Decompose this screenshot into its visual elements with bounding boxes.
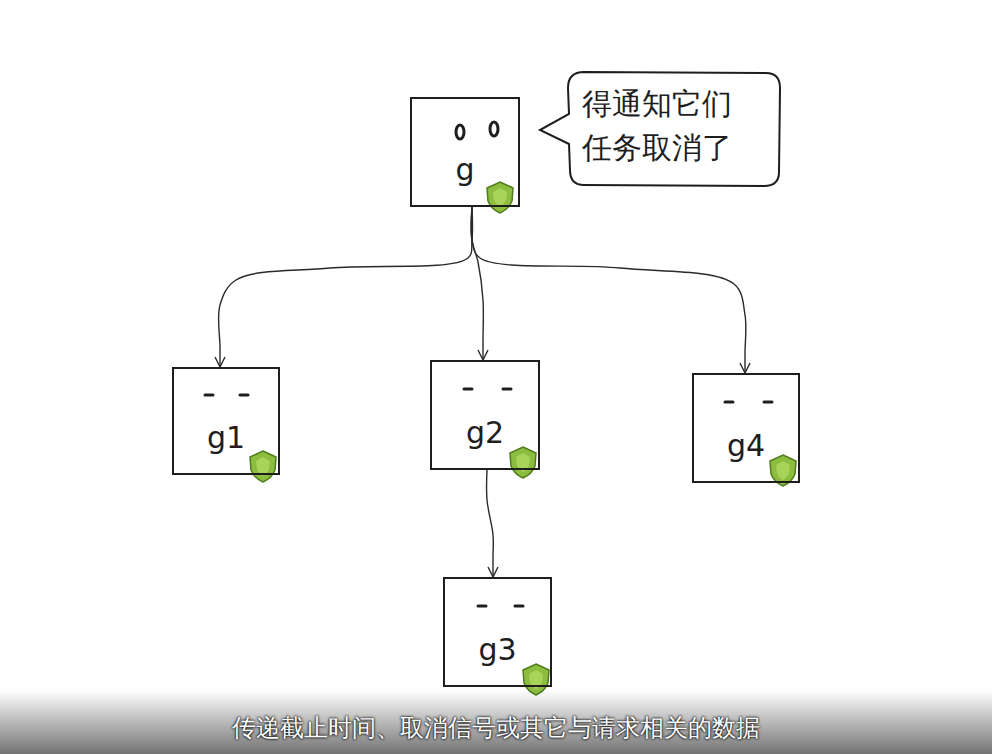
- arrow-connector: [471, 207, 746, 373]
- caption: 传递截止时间、取消信号或其它与请求相关的数据: [0, 714, 992, 743]
- child-box: g1: [172, 367, 280, 475]
- arrow-connector: [487, 470, 494, 577]
- speech-bubble: 得通知它们 任务取消了: [538, 70, 782, 188]
- parent-box: g: [410, 97, 520, 207]
- node-label: g4: [727, 431, 765, 461]
- node-label: g3: [478, 635, 516, 665]
- node-label: g1: [207, 423, 245, 453]
- callout-text: 得通知它们 任务取消了: [582, 82, 738, 169]
- child-box: g2: [430, 360, 540, 470]
- arrow-connector: [218, 207, 472, 367]
- child-box: g4: [692, 373, 800, 483]
- shield-icon: [250, 451, 276, 482]
- shield-icon: [510, 447, 536, 478]
- eye: [456, 125, 464, 139]
- eyes: [205, 389, 772, 606]
- node-label: g2: [466, 418, 504, 448]
- child-box: g3: [443, 577, 552, 687]
- bubble-outline: [540, 72, 780, 186]
- eye: [490, 122, 498, 136]
- arrow-connector: [471, 207, 483, 360]
- shield-icon: [487, 182, 513, 213]
- node-label: g: [455, 155, 474, 185]
